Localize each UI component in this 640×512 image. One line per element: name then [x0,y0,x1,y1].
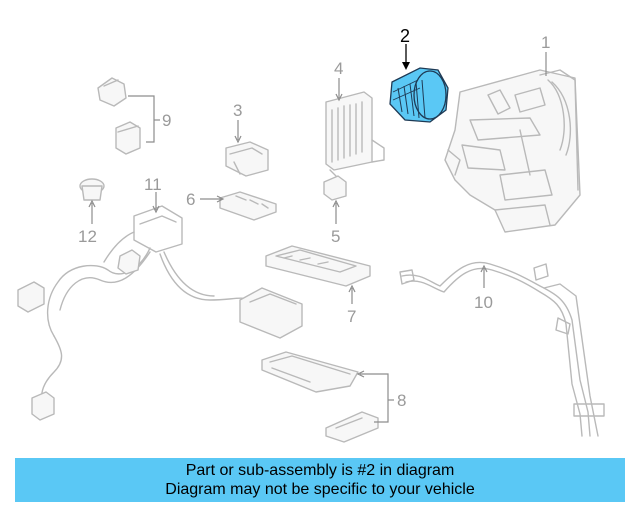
part-2-blower-motor[interactable] [389,44,449,123]
part-4-core[interactable] [325,78,385,171]
callout-5: 5 [331,227,340,246]
callout-6: 6 [186,190,195,209]
part-10-ac-lines[interactable] [399,261,605,437]
part-6-module[interactable] [200,191,277,221]
callout-11: 11 [144,175,162,194]
banner-line-2: Diagram may not be specific to your vehi… [165,481,475,498]
callout-1: 1 [541,33,550,52]
callout-7: 7 [347,307,356,326]
part-12-grommet[interactable] [79,178,105,224]
part-8-duct-filter[interactable] [261,351,394,443]
part-1-hvac-housing[interactable] [444,52,581,233]
callout-3: 3 [233,101,242,120]
callout-9: 9 [162,111,171,130]
callout-12: 12 [78,227,97,246]
info-banner: Part or sub-assembly is #2 in diagram Di… [15,458,625,502]
callout-2: 2 [400,26,410,46]
banner-line-1: Part or sub-assembly is #2 in diagram [185,462,455,479]
part-7-control-panel[interactable] [265,245,371,304]
parts-diagram: 1 2 3 4 5 6 7 8 9 10 11 12 [17,26,605,443]
callout-4: 4 [334,59,343,78]
callout-8: 8 [397,391,406,410]
part-11-wiring-harness[interactable] [17,192,303,421]
part-5-connector[interactable] [323,169,347,224]
part-9-clips[interactable] [97,77,160,155]
part-3-sensor[interactable] [225,120,269,177]
callout-10: 10 [474,293,493,312]
